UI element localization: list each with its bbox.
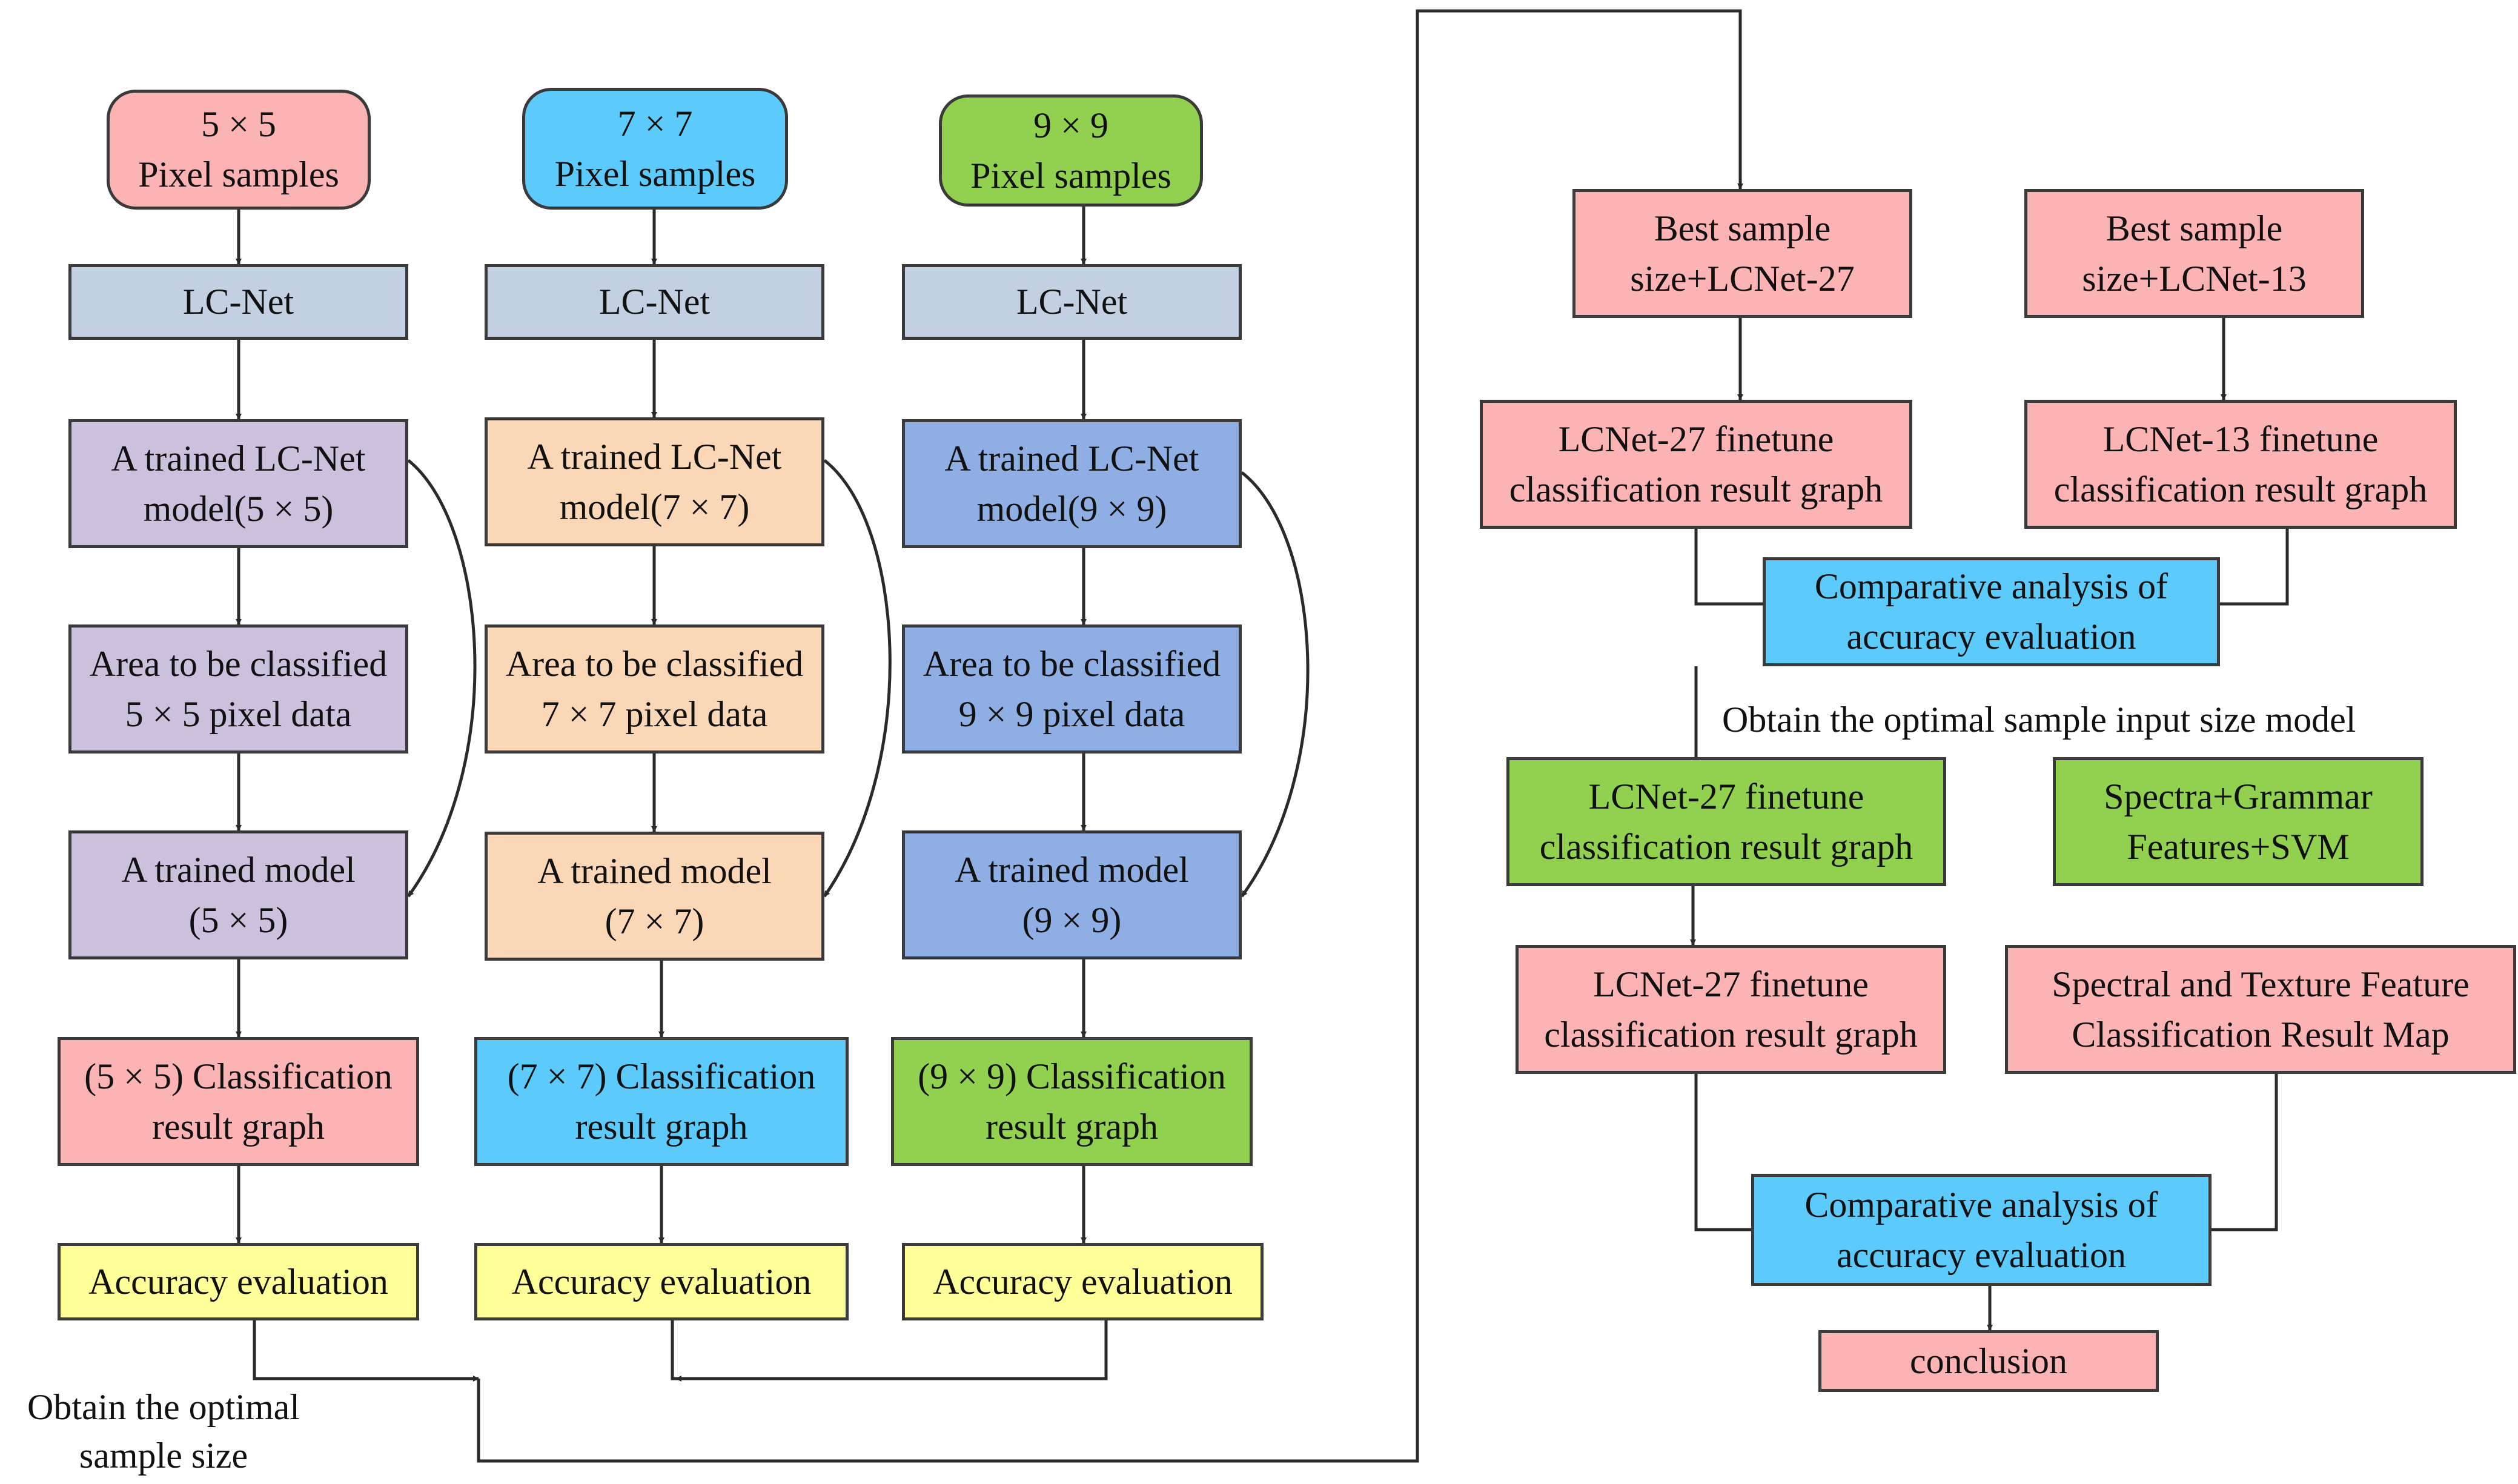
col2-area-node: Area to be classified 7 × 7 pixel data: [485, 624, 824, 754]
lcnet27-finetune-node-bottom: LCNet-27 finetune classification result …: [1516, 945, 1946, 1074]
texture-to-compare2-line: [2212, 1074, 2278, 1231]
ft13-to-compare-line: [2220, 529, 2289, 606]
col1-accuracy-node: Accuracy evaluation: [58, 1243, 419, 1320]
col1-accuracy-merge-line: [253, 1320, 479, 1382]
spectral-texture-map-node: Spectral and Texture Feature Classificat…: [2005, 945, 2516, 1074]
col2-pixel-samples-node: 7 × 7 Pixel samples: [522, 88, 788, 210]
best-sample-lcnet27-node: Best sample size+LCNet-27: [1572, 189, 1912, 318]
lcnet13-finetune-node: LCNet-13 finetune classification result …: [2024, 400, 2457, 529]
conclusion-node: conclusion: [1818, 1330, 2159, 1392]
col1-trained-lc-net-node: A trained LC-Net model(5 × 5): [68, 419, 408, 548]
col1-lc-net-node: LC-Net: [68, 264, 408, 340]
comparative-analysis-node-top: Comparative analysis of accuracy evaluat…: [1763, 557, 2220, 666]
lcnet27-finetune-node-top: LCNet-27 finetune classification result …: [1480, 400, 1912, 529]
best-sample-lcnet13-node: Best sample size+LCNet-13: [2024, 189, 2364, 318]
col2-curve-arrow: [823, 459, 892, 898]
col3-accuracy-node: Accuracy evaluation: [902, 1243, 1264, 1320]
col2-classification-result-node: (7 × 7) Classification result graph: [474, 1037, 849, 1166]
col1-area-node: Area to be classified 5 × 5 pixel data: [68, 624, 408, 754]
ft27-to-compare-line: [1694, 529, 1763, 606]
col1-curve-arrow: [406, 459, 477, 898]
col3-pixel-samples-node: 9 × 9 Pixel samples: [939, 94, 1203, 207]
loop-to-right-line: [477, 9, 1743, 1463]
col2-trained-model-node: A trained model (7 × 7): [485, 832, 824, 961]
col2-trained-lc-net-node: A trained LC-Net model(7 × 7): [485, 417, 824, 546]
col2-accuracy-merge-line: [671, 1320, 676, 1380]
optimal-input-size-label: Obtain the optimal sample input size mod…: [1722, 700, 2356, 740]
lcnet27-finetune-node-green: LCNet-27 finetune classification result …: [1506, 757, 1946, 886]
col1-trained-model-node: A trained model (5 × 5): [68, 830, 408, 959]
col1-classification-result-node: (5 × 5) Classification result graph: [58, 1037, 419, 1166]
col3-curve-arrow: [1240, 471, 1310, 898]
comparative-analysis-node-bottom: Comparative analysis of accuracy evaluat…: [1751, 1174, 2212, 1286]
col3-area-node: Area to be classified 9 × 9 pixel data: [902, 624, 1242, 754]
ft27b-to-compare2-line: [1694, 1074, 1751, 1231]
col3-trained-lc-net-node: A trained LC-Net model(9 × 9): [902, 419, 1242, 548]
col3-trained-model-node: A trained model (9 × 9): [902, 830, 1242, 959]
col2-lc-net-node: LC-Net: [485, 264, 824, 340]
col3-lc-net-node: LC-Net: [902, 264, 1242, 340]
col1-pixel-samples-node: 5 × 5 Pixel samples: [107, 90, 371, 210]
col2-accuracy-node: Accuracy evaluation: [474, 1243, 849, 1320]
svm-features-node: Spectra+Grammar Features+SVM: [2053, 757, 2424, 886]
col3-classification-result-node: (9 × 9) Classification result graph: [891, 1037, 1253, 1166]
col3-accuracy-merge-line: [675, 1320, 1108, 1382]
optimal-sample-size-label: Obtain the optimal sample size: [27, 1387, 300, 1476]
